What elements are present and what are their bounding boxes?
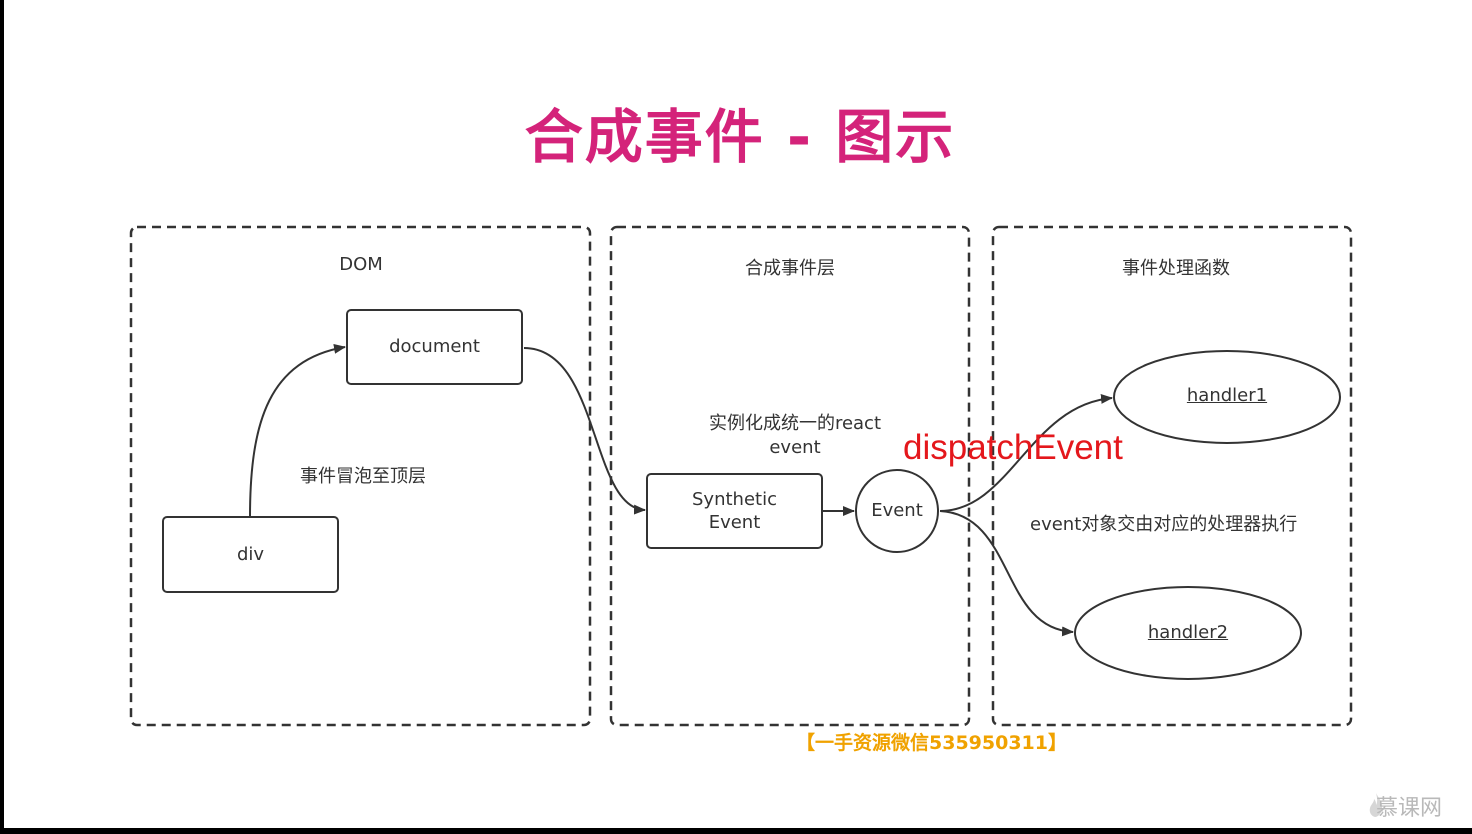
flame-icon [1369,793,1383,817]
event-to-handler1-arrow [939,393,1113,512]
instantiate-annotation-line2: event [769,437,821,458]
bubble-arrow [249,343,346,518]
document-node [346,309,523,385]
handler1-node [1113,350,1341,444]
synthetic-event-node [646,473,823,549]
synthetic-panel-title: 合成事件层 [745,258,835,279]
delegate-annotation: event对象交由对应的处理器执行 [1030,514,1298,535]
dispatch-event-annotation: dispatchEvent [903,428,1123,467]
synthetic-event-label-line2: Event [708,512,761,533]
brand-logo-text: 慕课网 [1376,796,1443,821]
synthetic-event-label: Synthetic Event [647,488,822,534]
bubble-annotation: 事件冒泡至顶层 [300,466,426,487]
document-label: document [389,336,480,357]
handler1-label: handler1 [1186,385,1268,406]
event-to-handler2-arrow [939,510,1074,637]
handlers-panel [991,225,1353,727]
div-label: div [236,544,265,565]
watermark-text: 【一手资源微信535950311】 [796,732,1067,754]
handler2-node [1074,586,1302,680]
event-node [855,469,939,553]
event-label: Event [871,500,923,521]
diagram-canvas [129,225,1353,727]
instantiate-annotation-line1: 实例化成统一的react [708,413,882,434]
synthetic-event-label-line1: Synthetic [692,489,777,510]
slide: 合成事件 - 图示 DOM 合成事件层 事件处理函数 document div … [4,0,1472,828]
dom-panel-title: DOM [339,254,383,275]
handler2-label: handler2 [1147,622,1229,643]
instantiate-annotation: 实例化成统一的react event [680,412,910,460]
dom-panel [129,225,592,727]
handlers-panel-title: 事件处理函数 [1122,258,1230,279]
document-to-synthetic-arrow [523,347,646,515]
slide-title: 合成事件 - 图示 [524,103,956,171]
